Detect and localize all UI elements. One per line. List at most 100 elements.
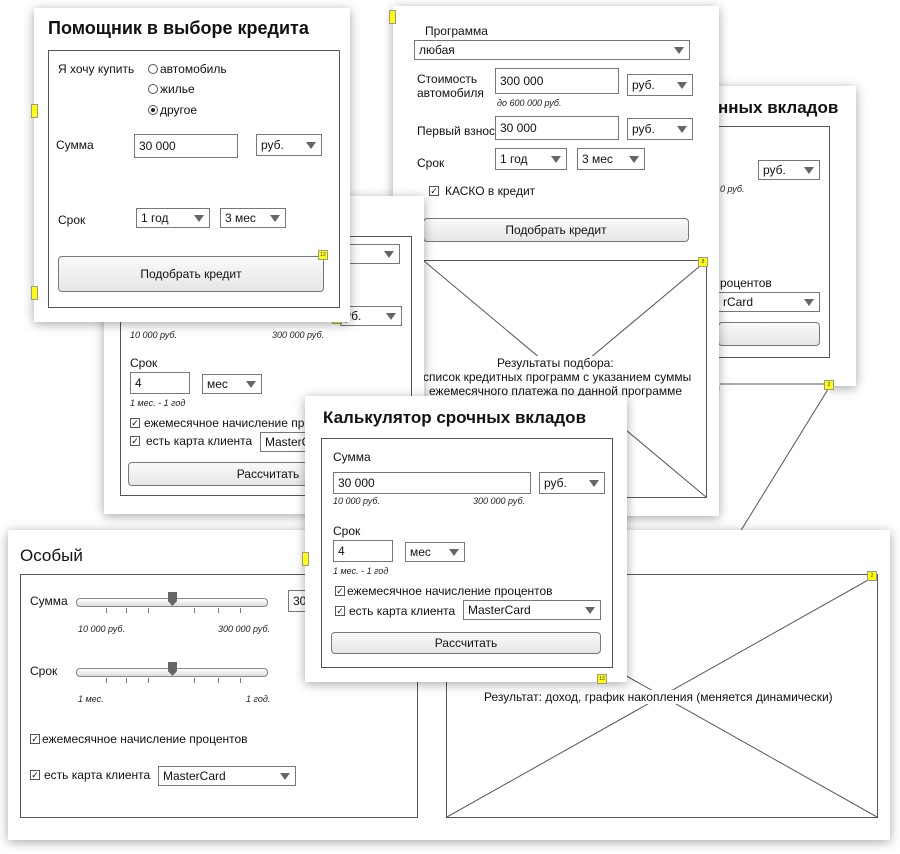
down-payment-input[interactable]: 30 000 [495, 116, 619, 140]
back-card-title: нных вкладов [718, 98, 839, 117]
deposit-range-max: 300 000 руб. [473, 496, 526, 506]
deposit-term-unit-select[interactable]: мес [405, 542, 465, 562]
cost-hint: до 600 000 руб. [497, 98, 562, 108]
slider-tick [148, 678, 149, 683]
radio-housing[interactable] [148, 84, 158, 94]
deposit-calc-title: Калькулятор срочных вкладов [323, 408, 587, 427]
kasko-label: КАСКО в кредит [445, 184, 536, 198]
back-card-select[interactable]: rCard [718, 292, 820, 312]
term-years-select[interactable]: 1 год [136, 208, 210, 228]
special-term-label: Срок [30, 664, 58, 678]
slider-tick [240, 608, 241, 613]
note-marker [31, 286, 38, 300]
chevron-down-icon [677, 126, 687, 133]
sum-input[interactable]: 30 000 [134, 134, 238, 158]
sum-label: Сумма [56, 138, 94, 152]
deposit-card-select[interactable]: MasterCard [463, 600, 601, 620]
radio-other[interactable] [148, 105, 158, 115]
middle-card-select[interactable]: MasterC [260, 432, 310, 452]
special-sum-label: Сумма [30, 594, 68, 608]
deposit-range-min: 10 000 руб. [333, 496, 380, 506]
deposit-currency-select[interactable]: руб. [539, 472, 605, 494]
cost-label: Стоимость [417, 72, 478, 86]
back-currency-select[interactable]: руб. [758, 160, 820, 180]
slider-tick [148, 608, 149, 613]
middle-top-select[interactable] [344, 244, 400, 264]
cost-label-2: автомобиля [417, 86, 484, 100]
program-label: Программа [425, 24, 488, 38]
special-card: Особый Сумма 30 10 000 руб. 300 000 руб.… [8, 530, 890, 840]
credit-assistant-card: Помощник в выборе кредита Я хочу купить … [31, 8, 350, 322]
chevron-down-icon [270, 215, 280, 222]
chevron-down-icon [551, 156, 561, 163]
cost-input[interactable]: 300 000 [495, 68, 619, 94]
chevron-down-icon [246, 381, 256, 388]
term-months-select[interactable]: 3 мес [577, 148, 645, 170]
chevron-down-icon [677, 82, 687, 89]
deposit-calc-button[interactable]: Рассчитать [331, 632, 601, 654]
radio-car[interactable] [148, 64, 158, 74]
results-line-2: список кредитных программ с указанием су… [423, 370, 692, 384]
slider-tick [126, 678, 127, 683]
deposit-card-label: есть карта клиента [349, 604, 456, 618]
special-title: Особый [20, 546, 83, 565]
deposit-card-checkbox[interactable]: ✓ [335, 606, 345, 616]
special-term-max: 1 год. [246, 694, 271, 704]
special-sum-max: 300 000 руб. [218, 624, 271, 634]
deposit-calc-card: Калькулятор срочных вкладов Сумма 30 000… [302, 396, 627, 684]
deposit-interest-checkbox[interactable]: ✓ [335, 586, 345, 596]
middle-card-label: есть карта клиента [146, 434, 253, 448]
slider-tick [126, 608, 127, 613]
slider-tick [240, 678, 241, 683]
kasko-checkbox[interactable]: ✓ [429, 186, 439, 196]
chevron-down-icon [384, 251, 394, 258]
chevron-down-icon [306, 142, 316, 149]
chevron-down-icon [280, 773, 290, 780]
chevron-down-icon [194, 215, 204, 222]
special-card-checkbox[interactable]: ✓ [30, 770, 40, 780]
find-credit-button[interactable]: Подобрать кредит [423, 218, 689, 242]
down-currency-select[interactable]: руб. [627, 118, 693, 140]
middle-range-min: 10 000 руб. [130, 330, 177, 340]
term-months-select[interactable]: 3 мес [220, 208, 286, 228]
down-payment-label: Первый взнос [417, 124, 496, 138]
find-credit-button[interactable]: Подобрать кредит [58, 256, 324, 292]
results-line-3: ежемесячного платежа по данной программе [429, 384, 683, 398]
note-marker [302, 552, 309, 566]
middle-term-unit-select[interactable]: мес [202, 374, 262, 394]
slider-tick [106, 678, 107, 683]
back-card-button[interactable] [718, 322, 820, 346]
chevron-down-icon [449, 549, 459, 556]
deposit-sum-label: Сумма [333, 450, 371, 464]
term-slider-thumb[interactable] [168, 662, 177, 676]
deposit-term-hint: 1 мес. - 1 год [333, 566, 389, 576]
slider-tick [194, 678, 195, 683]
chevron-down-icon [589, 480, 599, 487]
sum-currency-select[interactable]: руб. [256, 134, 322, 156]
middle-card-checkbox[interactable]: ✓ [130, 436, 140, 446]
deposit-term-input[interactable]: 4 [333, 540, 393, 562]
cost-currency-select[interactable]: руб. [627, 74, 693, 96]
deposit-sum-input[interactable]: 30 000 [333, 472, 531, 494]
special-card-select[interactable]: MasterCard [158, 766, 296, 786]
chevron-down-icon [674, 47, 684, 54]
note-badge: 2 [824, 380, 834, 390]
back-range-hint: 0 руб. [720, 184, 745, 194]
term-label: Срок [58, 213, 86, 227]
note-badge: 8 [698, 257, 708, 267]
middle-interest-checkbox[interactable]: ✓ [130, 418, 140, 428]
special-result-text: Результат: доход, график накопления (мен… [484, 690, 833, 704]
special-interest-checkbox[interactable]: ✓ [30, 734, 40, 744]
special-term-min: 1 мес. [78, 694, 104, 704]
sum-slider-thumb[interactable] [168, 592, 177, 606]
chevron-down-icon [804, 299, 814, 306]
slider-tick [106, 608, 107, 613]
middle-term-input[interactable]: 4 [130, 372, 190, 394]
term-years-select[interactable]: 1 год [495, 148, 567, 170]
back-placeholder-area: 2 [720, 380, 834, 532]
middle-range-max: 300 000 руб. [272, 330, 325, 340]
middle-term-hint: 1 мес. - 1 год [130, 398, 186, 408]
note-marker [31, 104, 38, 118]
program-select[interactable]: любая [414, 40, 690, 60]
option-car-label: автомобиль [160, 62, 227, 76]
